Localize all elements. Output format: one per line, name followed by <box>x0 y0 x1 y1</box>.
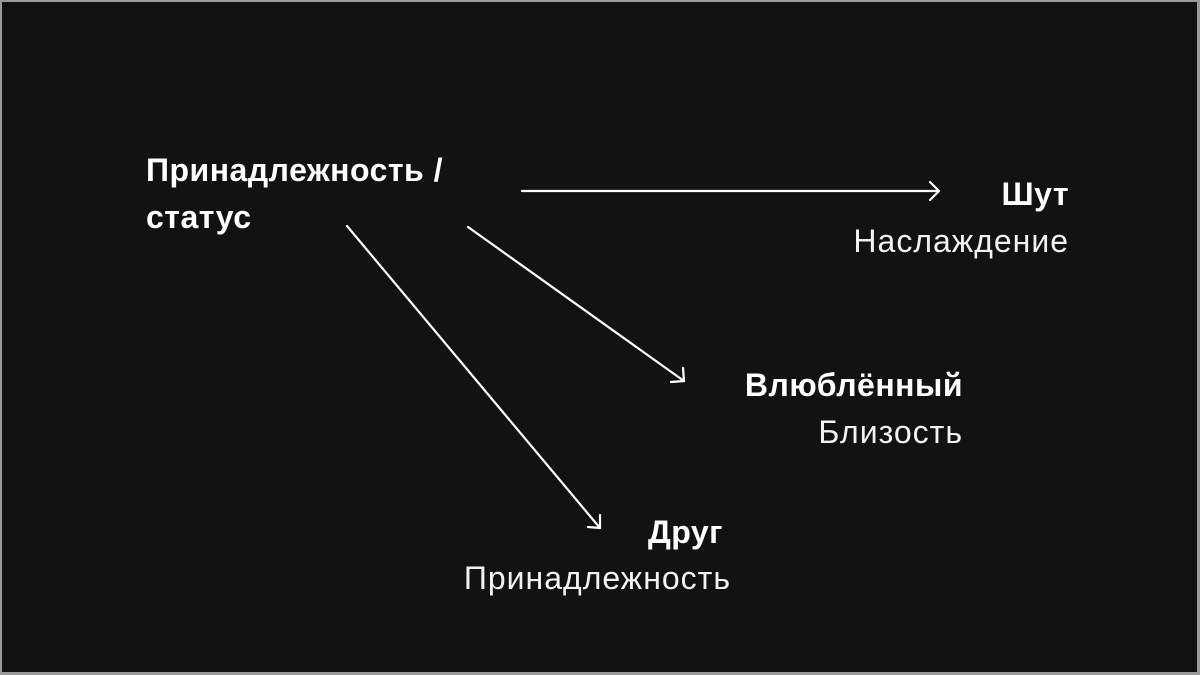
node-subtitle: Принадлежность <box>463 560 731 596</box>
arrow-to-friend-icon <box>345 224 602 530</box>
source-title-line1: Принадлежность / <box>146 152 443 188</box>
source-title-line2: статус <box>146 199 252 235</box>
arrow-to-lover-icon <box>466 225 686 384</box>
node-title: Шут <box>1001 176 1069 212</box>
node-title: Влюблённый <box>744 367 963 403</box>
node-title: Друг <box>647 514 723 550</box>
node-subtitle: Близость <box>818 414 963 450</box>
node-subtitle: Наслаждение <box>853 223 1069 259</box>
arrow-to-jester-icon <box>520 180 941 202</box>
